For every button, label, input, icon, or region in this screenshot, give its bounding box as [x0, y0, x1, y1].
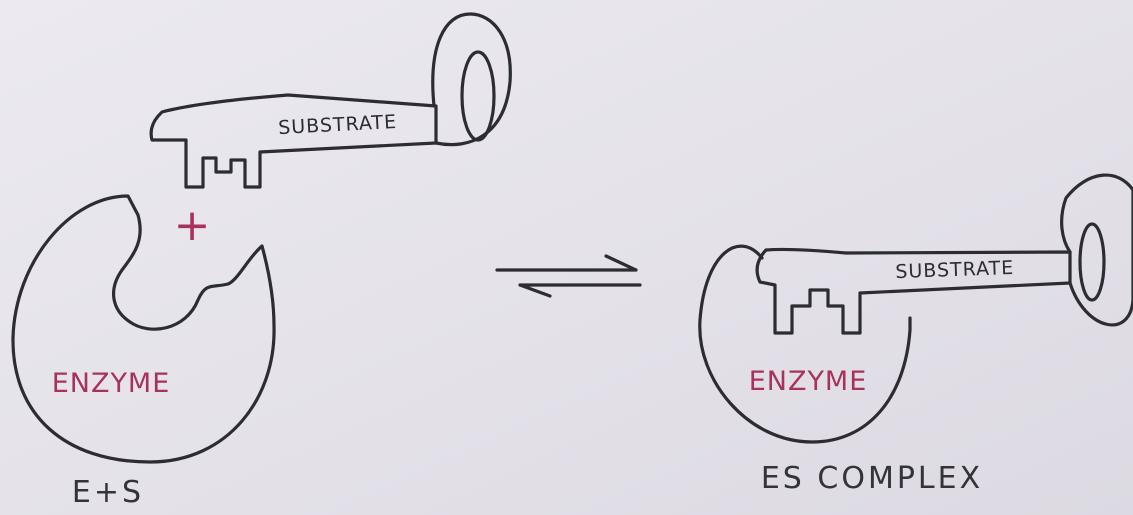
substrate-key-bound: SUBSTRATE: [755, 173, 1133, 335]
enzyme-free: ENZYME: [11, 194, 276, 464]
enzyme-label-free: ENZYME: [52, 368, 171, 399]
equilibrium-arrows-icon: [495, 254, 642, 298]
substrate-label-bound: SUBSTRATE: [895, 257, 1015, 283]
key-bow-outline: [431, 12, 512, 147]
bound-key-shaft-outline: [755, 247, 1072, 335]
enzyme-free-outline: [11, 194, 276, 464]
caption-e-plus-s: E+S: [72, 475, 144, 510]
key-bow-hole: [460, 50, 496, 142]
bound-key-bow-hole: [1078, 222, 1106, 302]
key-shaft-outline: [149, 93, 438, 189]
enzyme-label-bound: ENZYME: [749, 366, 868, 397]
caption-es-complex: ES COMPLEX: [761, 461, 983, 496]
enzyme-bound: ENZYME: [698, 244, 912, 444]
enzyme-bound-outline: [698, 244, 912, 444]
plus-sign: +: [174, 200, 211, 251]
bound-key-bow-outline: [1060, 173, 1133, 327]
